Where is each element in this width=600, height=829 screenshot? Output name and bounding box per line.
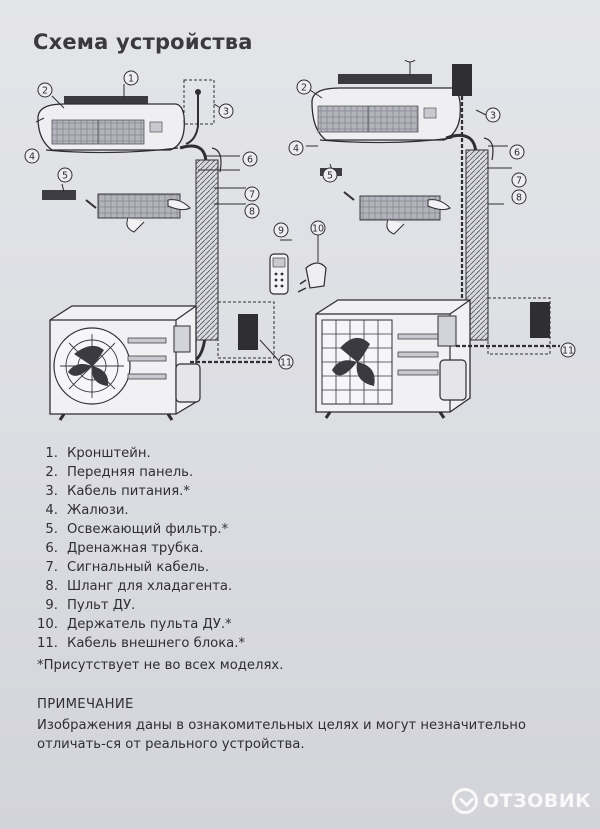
- callout-badge: 11: [278, 354, 294, 370]
- svg-text:6: 6: [247, 155, 253, 166]
- svg-text:2: 2: [42, 86, 48, 97]
- outdoor-unit-right: [315, 299, 560, 419]
- svg-text:3: 3: [223, 107, 229, 118]
- callout-badge: 4: [24, 148, 40, 164]
- callout-badge: 1: [123, 70, 139, 86]
- callout-badge: 3: [485, 107, 501, 123]
- svg-text:1: 1: [407, 60, 413, 62]
- callout-badge: 3: [218, 103, 234, 119]
- callout-badge: 1: [404, 60, 416, 63]
- callout-badge: 9: [273, 222, 289, 238]
- power-cable-right: [452, 64, 472, 300]
- legend-item: 10.Держатель пульта ДУ.*: [37, 617, 232, 632]
- callout-badges: 1 2 3 4 5 6 7 8 9 10 11 1 2 3 4 5 6 7 8 …: [24, 60, 576, 370]
- remote-holder: [297, 234, 327, 293]
- note-heading: ПРИМЕЧАНИЕ: [37, 697, 134, 712]
- legend-item: 8.Шланг для хладагента.: [45, 579, 233, 594]
- callout-badge: 8: [244, 203, 260, 219]
- svg-text:5: 5: [327, 171, 333, 182]
- outdoor-cable-box-left: [217, 301, 275, 359]
- indoor-unit-right: [311, 74, 461, 144]
- filter-left: [42, 190, 191, 233]
- page-title: Схема устройства: [33, 30, 253, 54]
- indoor-unit-left: [35, 96, 185, 154]
- filter-right: [320, 168, 451, 235]
- svg-text:9: 9: [278, 226, 284, 237]
- svg-text:3: 3: [490, 111, 496, 122]
- svg-text:1: 1: [128, 74, 134, 85]
- callout-badge: 5: [322, 167, 338, 183]
- callout-badge: 5: [57, 167, 73, 183]
- svg-text:4: 4: [293, 144, 299, 155]
- callout-badge: 6: [509, 144, 525, 160]
- callout-badge: 2: [296, 79, 312, 95]
- left-diagram: [35, 79, 281, 421]
- svg-text:11: 11: [280, 358, 292, 369]
- svg-text:2: 2: [301, 83, 307, 94]
- callout-badge: 7: [511, 172, 527, 188]
- svg-text:7: 7: [516, 176, 522, 187]
- legend-item: 11.Кабель внешнего блока.*: [37, 636, 246, 651]
- pipes-left: [179, 144, 246, 364]
- watermark-text: ОТЗОВИК: [483, 790, 592, 812]
- legend-item: 4.Жалюзи.: [45, 503, 129, 518]
- svg-text:7: 7: [249, 190, 255, 201]
- callout-badge: 2: [37, 82, 53, 98]
- callout-badge: 7: [244, 186, 260, 202]
- legend-item: 9.Пульт ДУ.: [45, 598, 136, 613]
- svg-text:5: 5: [62, 171, 68, 182]
- watermark-logo-icon: [452, 788, 478, 814]
- remote-control: [269, 239, 292, 295]
- callout-badge: 10: [310, 220, 326, 236]
- watermark: ОТЗОВИК: [452, 788, 591, 814]
- svg-text:6: 6: [514, 148, 520, 159]
- right-diagram: [306, 60, 560, 419]
- svg-text:4: 4: [29, 152, 35, 163]
- legend-item: 1.Кронштейн.: [45, 446, 151, 461]
- callout-lines-left: [51, 84, 281, 363]
- svg-text:8: 8: [516, 193, 522, 204]
- footnote: *Присутствует не во всех моделях.: [37, 658, 284, 673]
- power-cable-box-left: [183, 79, 215, 145]
- outdoor-cable-box-right: [487, 297, 551, 355]
- svg-text:10: 10: [312, 224, 324, 235]
- legend-item: 7.Сигнальный кабель.: [45, 560, 210, 575]
- callout-badge: 8: [511, 189, 527, 205]
- legend-item: 2.Передняя панель.: [45, 465, 194, 480]
- callout-lines-right: [306, 60, 489, 171]
- pipes-right: [445, 133, 512, 341]
- callout-badge: 4: [288, 140, 304, 156]
- outdoor-unit-left: [49, 305, 274, 421]
- parts-legend: 1.Кронштейн. 2.Передняя панель. 3.Кабель…: [36, 444, 245, 653]
- legend-item: 6.Дренажная трубка.: [45, 541, 204, 556]
- svg-text:11: 11: [562, 346, 574, 357]
- svg-text:8: 8: [249, 207, 255, 218]
- device-diagram: 1 2 3 4 5 6 7 8 9 10 11 1 2 3 4 5 6 7 8 …: [24, 60, 576, 421]
- callout-badge: 11: [560, 342, 576, 358]
- note-text: Изображения даны в ознакомительных целях…: [37, 718, 526, 752]
- legend-item: 5.Освежающий фильтр.*: [45, 522, 229, 537]
- legend-item: 3.Кабель питания.*: [45, 484, 190, 499]
- callout-badge: 6: [242, 151, 258, 167]
